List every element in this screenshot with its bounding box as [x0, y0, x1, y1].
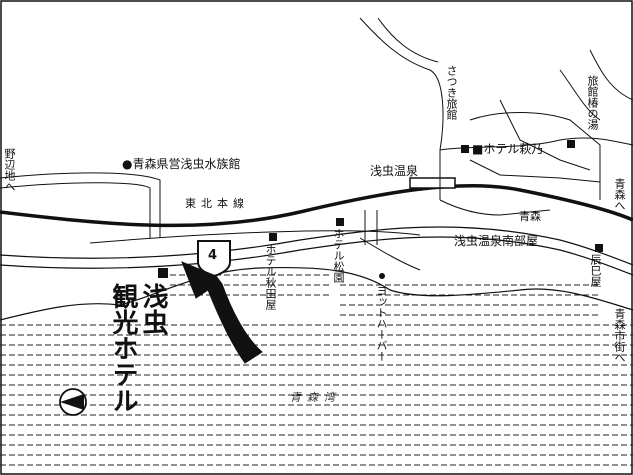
north-arrow-icon [59, 388, 87, 416]
hotel-akitaya-label: ホテル秋田屋 [264, 244, 277, 310]
aquarium-label: ●青森県営浅虫水族館 [122, 157, 241, 171]
pointer-arrow-icon [181, 261, 263, 364]
aomori-label: 青森 [519, 210, 541, 223]
coastline [0, 266, 633, 321]
aomori-city-direction-label: 青森市街へ [613, 308, 626, 363]
hotel-shofuen-label: ホテル松園 [332, 228, 345, 283]
local-roads [0, 17, 633, 271]
target-hotel-label-2: 観光ホテル [108, 283, 138, 413]
nanbuya-label: 浅虫温泉南部屋 [454, 234, 539, 248]
route-number-label: 4 [208, 248, 218, 263]
satsuki-ryokan-label: さつき旅館 [445, 65, 458, 120]
poi-markers [158, 140, 603, 279]
nohechi-direction-label: 野辺地へ [3, 148, 16, 192]
station-label: 浅虫温泉 [370, 164, 419, 178]
target-hotel-label-1: 浅虫 [138, 283, 168, 335]
sea-waves [0, 274, 633, 466]
bay-label: 青森湾 [290, 391, 341, 404]
yacht-harbor-label: ヨットハーバー [375, 285, 388, 362]
asamushi-station [409, 177, 456, 189]
aomori-direction-label: 青森へ [613, 178, 626, 211]
hotel-hagino-label: ■ホテル萩乃 [472, 142, 544, 156]
railway-tohoku-line [0, 183, 633, 228]
route-4-north [0, 226, 633, 266]
rail-line-label: 東北本線 [185, 197, 249, 210]
tatsumiya-label: 辰巳屋 [589, 254, 602, 287]
ryokan-tsubaki-label: 旅館椿の湯 [586, 75, 599, 130]
route-4-south [0, 236, 633, 276]
